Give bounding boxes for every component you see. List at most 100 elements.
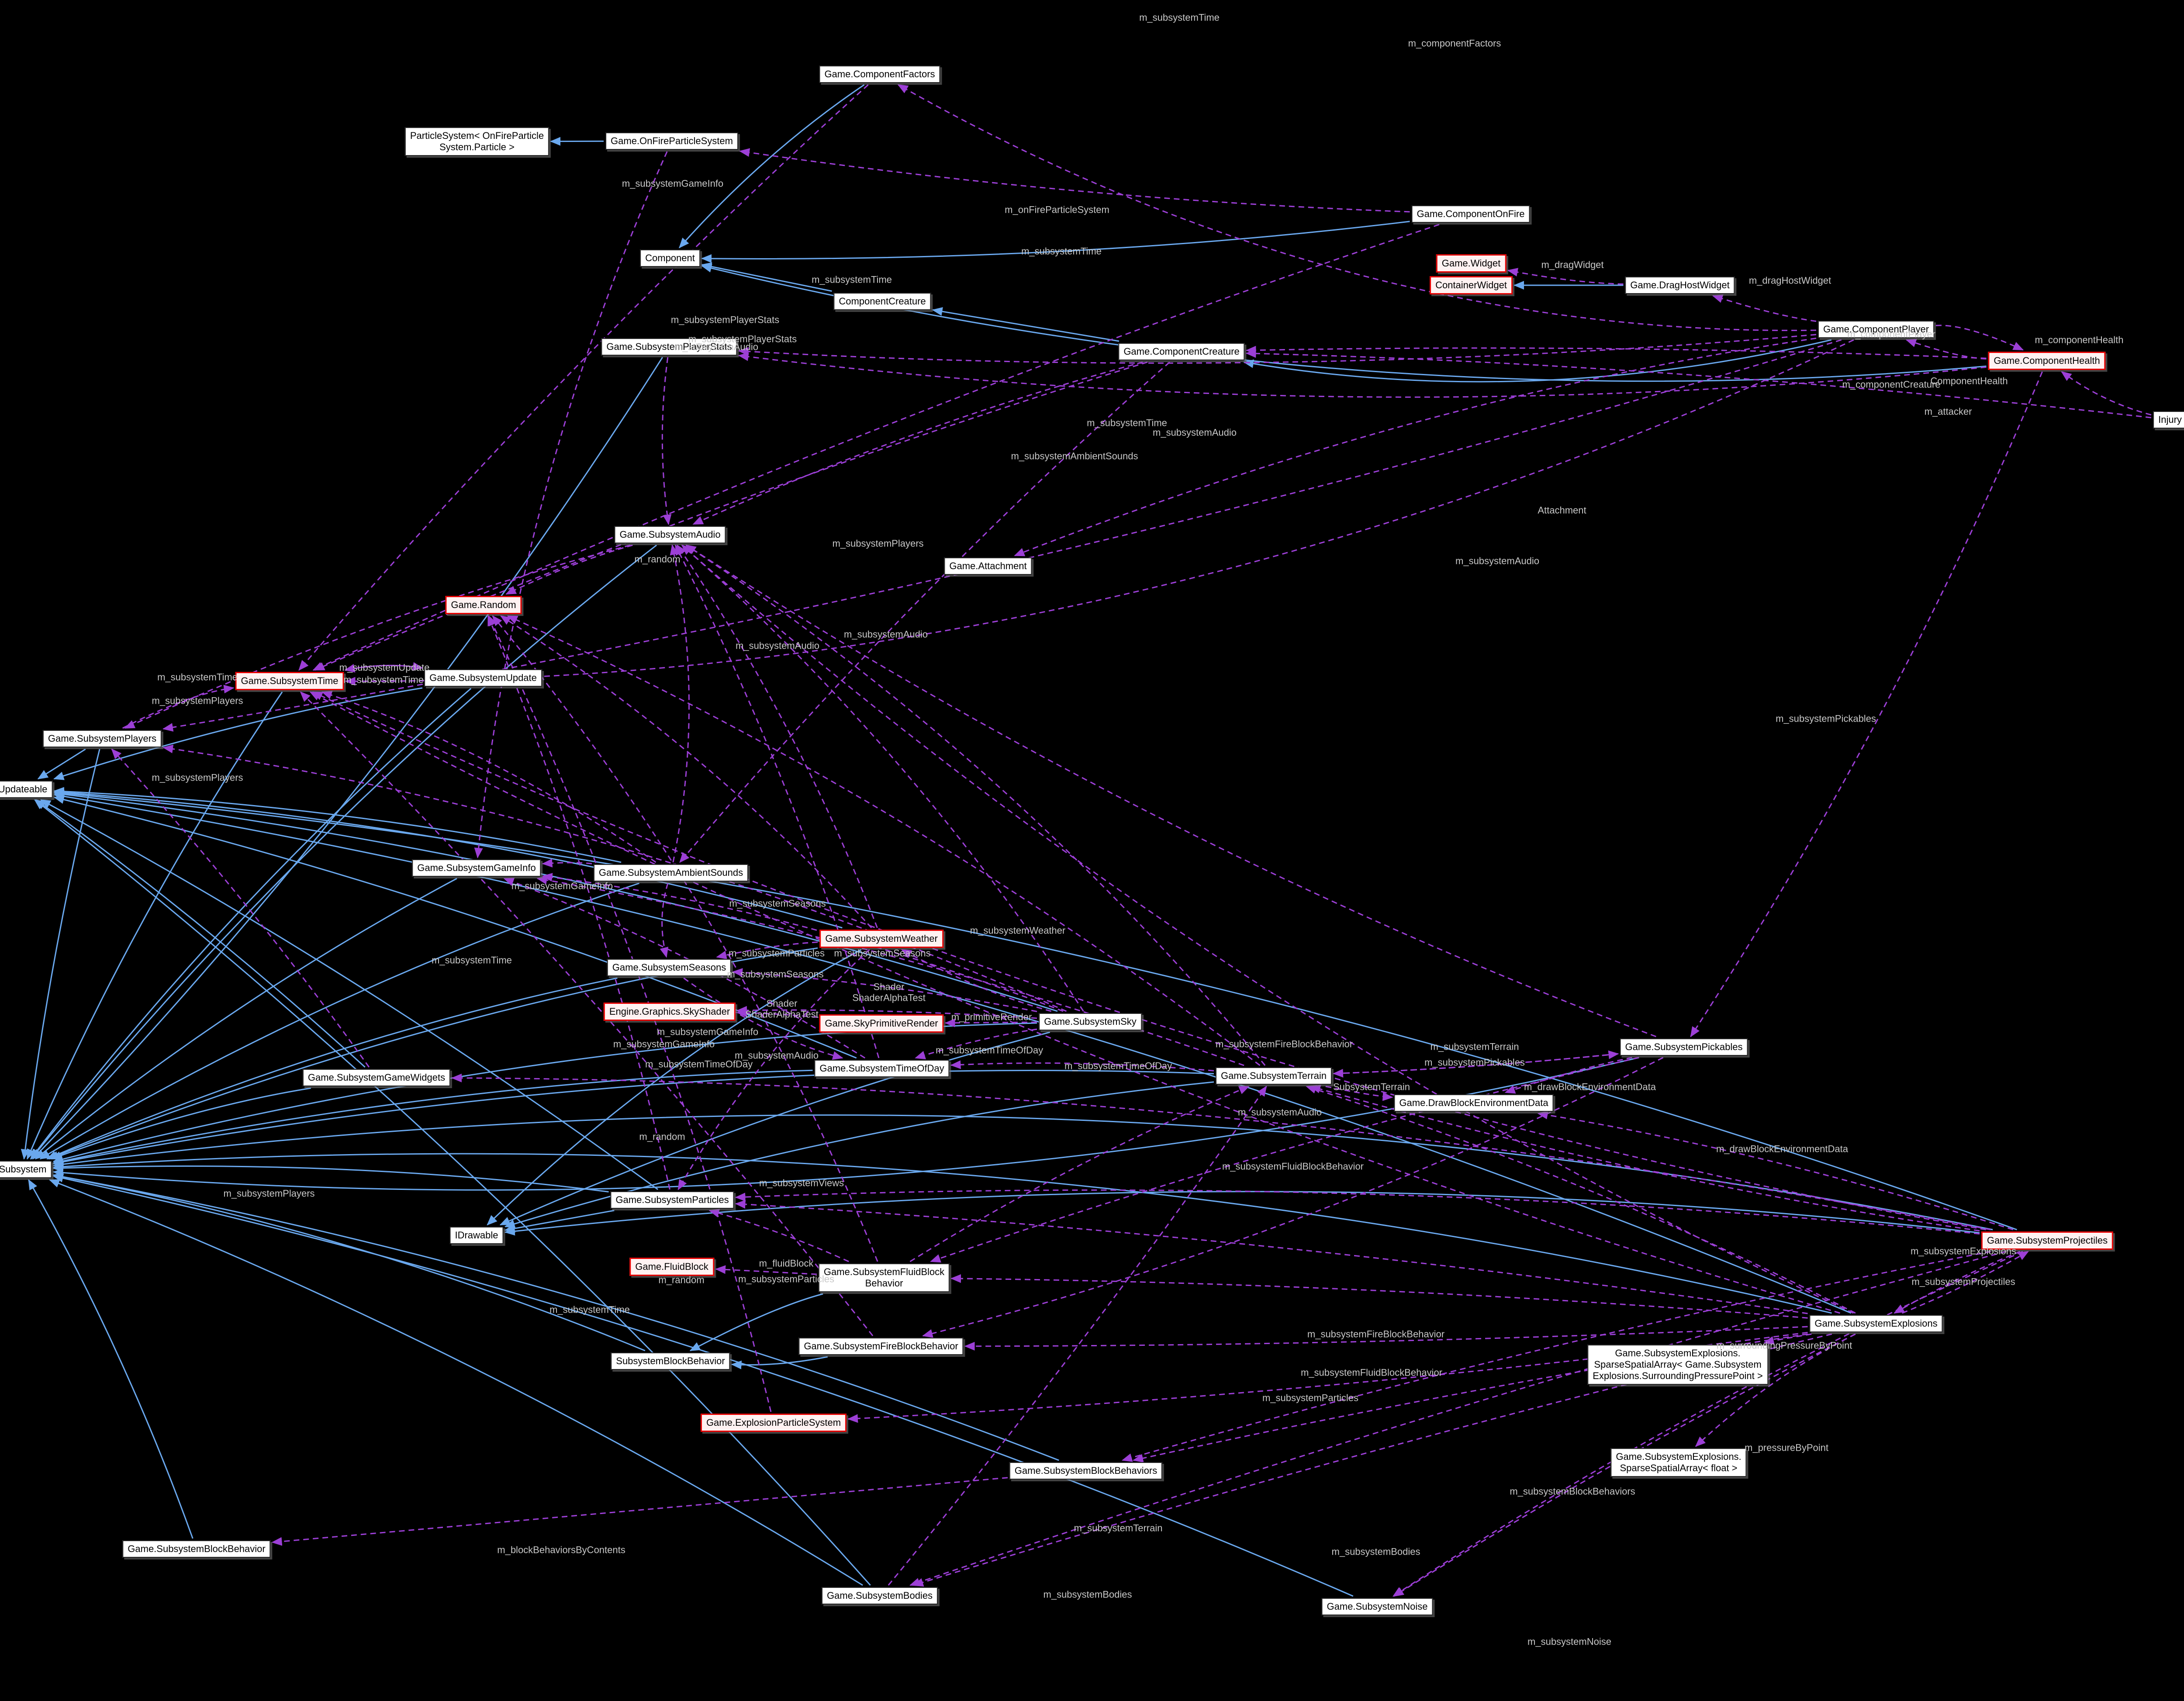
class-node-skyshader[interactable]: Engine.Graphics.SkyShader xyxy=(603,1003,736,1021)
inheritance-edge xyxy=(21,749,100,1160)
usage-edge xyxy=(677,544,878,928)
usage-edge xyxy=(1905,339,1987,360)
usage-edge xyxy=(500,615,872,929)
class-node-subsystem-players[interactable]: Game.SubsystemPlayers xyxy=(42,730,162,747)
class-node-attachment[interactable]: Game.Attachment xyxy=(944,557,1032,575)
usage-edge xyxy=(1245,349,2152,418)
class-node-subsystem-seasons[interactable]: Game.SubsystemSeasons xyxy=(607,959,732,976)
usage-edge xyxy=(736,1008,818,1018)
usage-edge xyxy=(474,151,668,858)
class-node-fluidblock[interactable]: Game.FluidBlock xyxy=(629,1258,714,1276)
class-node-subsystem-terrain[interactable]: Game.SubsystemTerrain xyxy=(1215,1067,1332,1085)
inheritance-edge xyxy=(52,1069,813,1165)
usage-edge xyxy=(124,544,631,729)
usage-edge xyxy=(1695,1333,1856,1447)
usage-edge xyxy=(2061,371,2152,416)
usage-edge xyxy=(901,949,1051,1012)
inheritance-edge xyxy=(499,1031,1051,1226)
usage-edge xyxy=(507,615,1261,1066)
class-node-subsystem-fireblock-behavior[interactable]: Game.SubsystemFireBlockBehavior xyxy=(798,1338,964,1355)
class-node-surrounding-pressure-array[interactable]: Game.SubsystemExplosions. SparseSpatialA… xyxy=(1587,1345,1768,1385)
inheritance-edge xyxy=(52,1163,609,1193)
class-node-component-onfire[interactable]: Game.ComponentOnFire xyxy=(1411,205,1530,223)
class-node-subsystem-gameinfo[interactable]: Game.SubsystemGameInfo xyxy=(412,859,541,877)
class-node-component-player[interactable]: Game.ComponentPlayer xyxy=(1818,321,1935,338)
class-node-container-widget[interactable]: ContainerWidget xyxy=(1430,276,1513,294)
inheritance-edge xyxy=(26,691,283,1160)
class-node-pressure-array[interactable]: Game.SubsystemExplosions. SparseSpatialA… xyxy=(1610,1448,1747,1477)
class-node-subsystem-bodies[interactable]: Game.SubsystemBodies xyxy=(821,1587,938,1604)
class-node-subsystem-projectiles[interactable]: Game.SubsystemProjectiles xyxy=(1981,1231,2114,1250)
inheritance-edge xyxy=(52,1069,1214,1166)
usage-edge xyxy=(542,858,592,868)
class-node-subsystem-explosions[interactable]: Game.SubsystemExplosions xyxy=(1809,1315,1943,1332)
usage-edge xyxy=(1902,1251,2029,1314)
class-node-subsystem-noise[interactable]: Game.SubsystemNoise xyxy=(1321,1598,1433,1615)
usage-edge xyxy=(897,84,1817,331)
class-node-idrawable[interactable]: IDrawable xyxy=(449,1227,504,1244)
class-node-subsystem[interactable]: Subsystem xyxy=(0,1161,52,1178)
class-node-subsystem-blockbehaviors[interactable]: Game.SubsystemBlockBehaviors xyxy=(1009,1462,1163,1480)
class-node-component[interactable]: Component xyxy=(640,249,700,267)
class-node-particlesystem-onfire[interactable]: ParticleSystem< OnFireParticle System.Pa… xyxy=(404,127,549,156)
class-node-explosion-particlesystem[interactable]: Game.ExplosionParticleSystem xyxy=(700,1414,847,1432)
usage-edge xyxy=(915,1028,1037,1059)
usage-edge xyxy=(451,1073,1991,1231)
usage-edge xyxy=(344,664,423,673)
class-node-subsystem-audio[interactable]: Game.SubsystemAudio xyxy=(614,526,726,543)
inheritance-edge xyxy=(32,357,663,1160)
inheritance-edge xyxy=(53,789,2017,1231)
class-node-iupdateable[interactable]: IUpdateable xyxy=(0,781,53,798)
usage-edge xyxy=(944,1018,1037,1027)
inheritance-edge xyxy=(40,799,658,1190)
inheritance-edge xyxy=(731,1356,828,1369)
class-node-subsystem-ambientsounds[interactable]: Game.SubsystemAmbientSounds xyxy=(593,864,749,882)
usage-edge xyxy=(1894,1251,2021,1314)
class-node-game-subsystem-blockbehavior[interactable]: Game.SubsystemBlockBehavior xyxy=(122,1540,271,1558)
inheritance-edge xyxy=(35,799,366,1068)
class-node-subsystem-playerstats[interactable]: Game.SubsystemPlayerStats xyxy=(601,338,737,356)
class-node-subsystem-update[interactable]: Game.SubsystemUpdate xyxy=(424,669,542,687)
class-node-injury[interactable]: Injury xyxy=(2153,411,2184,429)
class-node-game-component-creature[interactable]: Game.ComponentCreature xyxy=(1118,343,1245,360)
class-node-subsystem-fluidblock-behavior[interactable]: Game.SubsystemFluidBlock Behavior xyxy=(818,1263,950,1292)
class-node-subsystem-weather[interactable]: Game.SubsystemWeather xyxy=(819,930,943,948)
usage-edge xyxy=(345,339,1854,686)
class-node-random[interactable]: Game.Random xyxy=(445,596,522,614)
usage-edge xyxy=(888,1086,1267,1586)
usage-edge xyxy=(309,691,1840,1314)
usage-edge xyxy=(1333,1050,1619,1075)
class-node-component-health[interactable]: Game.ComponentHealth xyxy=(1988,352,2106,370)
usage-edge xyxy=(1935,325,2024,351)
class-node-drawblock-environmentdata[interactable]: Game.DrawBlockEnvironmentData xyxy=(1394,1094,1554,1112)
class-node-onfire-particlesystem[interactable]: Game.OnFireParticleSystem xyxy=(605,132,738,150)
class-node-widget[interactable]: Game.Widget xyxy=(1436,254,1507,273)
class-node-subsystem-timeofday[interactable]: Game.SubsystemTimeOfDay xyxy=(814,1060,950,1077)
class-node-subsystem-time[interactable]: Game.SubsystemTime xyxy=(235,672,344,690)
class-node-draghost-widget[interactable]: Game.DragHostWidget xyxy=(1625,277,1735,294)
inheritance-edge xyxy=(701,264,1987,382)
class-node-component-creature[interactable]: ComponentCreature xyxy=(833,293,931,310)
usage-edge xyxy=(1537,1110,2014,1231)
usage-edge xyxy=(1504,1057,1632,1094)
class-node-subsystem-sky[interactable]: Game.SubsystemSky xyxy=(1039,1013,1142,1030)
class-node-subsystem-pickables[interactable]: Game.SubsystemPickables xyxy=(1620,1038,1748,1056)
usage-edge xyxy=(271,1477,1008,1546)
usage-edge xyxy=(314,361,1148,671)
inheritance-edge xyxy=(39,882,639,1160)
class-node-subsystem-gamewidgets[interactable]: Game.SubsystemGameWidgets xyxy=(302,1069,451,1086)
usage-edge xyxy=(964,1326,1808,1351)
usage-edge xyxy=(909,1251,2007,1587)
inheritance-edge xyxy=(48,1179,863,1586)
usage-edge xyxy=(122,685,235,729)
class-node-subsystem-particles[interactable]: Game.SubsystemParticles xyxy=(610,1191,734,1209)
inheritance-edge xyxy=(701,221,1410,263)
class-node-subsystemblockbehavior[interactable]: SubsystemBlockBehavior xyxy=(611,1352,730,1370)
class-node-sky-primitive-render[interactable]: Game.SkyPrimitiveRender xyxy=(819,1014,944,1033)
usage-edge xyxy=(685,544,1266,1066)
usage-edge xyxy=(735,1200,1808,1314)
usage-edge xyxy=(503,878,866,1059)
usage-edge xyxy=(738,352,1987,398)
usage-edge xyxy=(492,615,878,1262)
class-node-component-factors[interactable]: Game.ComponentFactors xyxy=(819,66,940,83)
